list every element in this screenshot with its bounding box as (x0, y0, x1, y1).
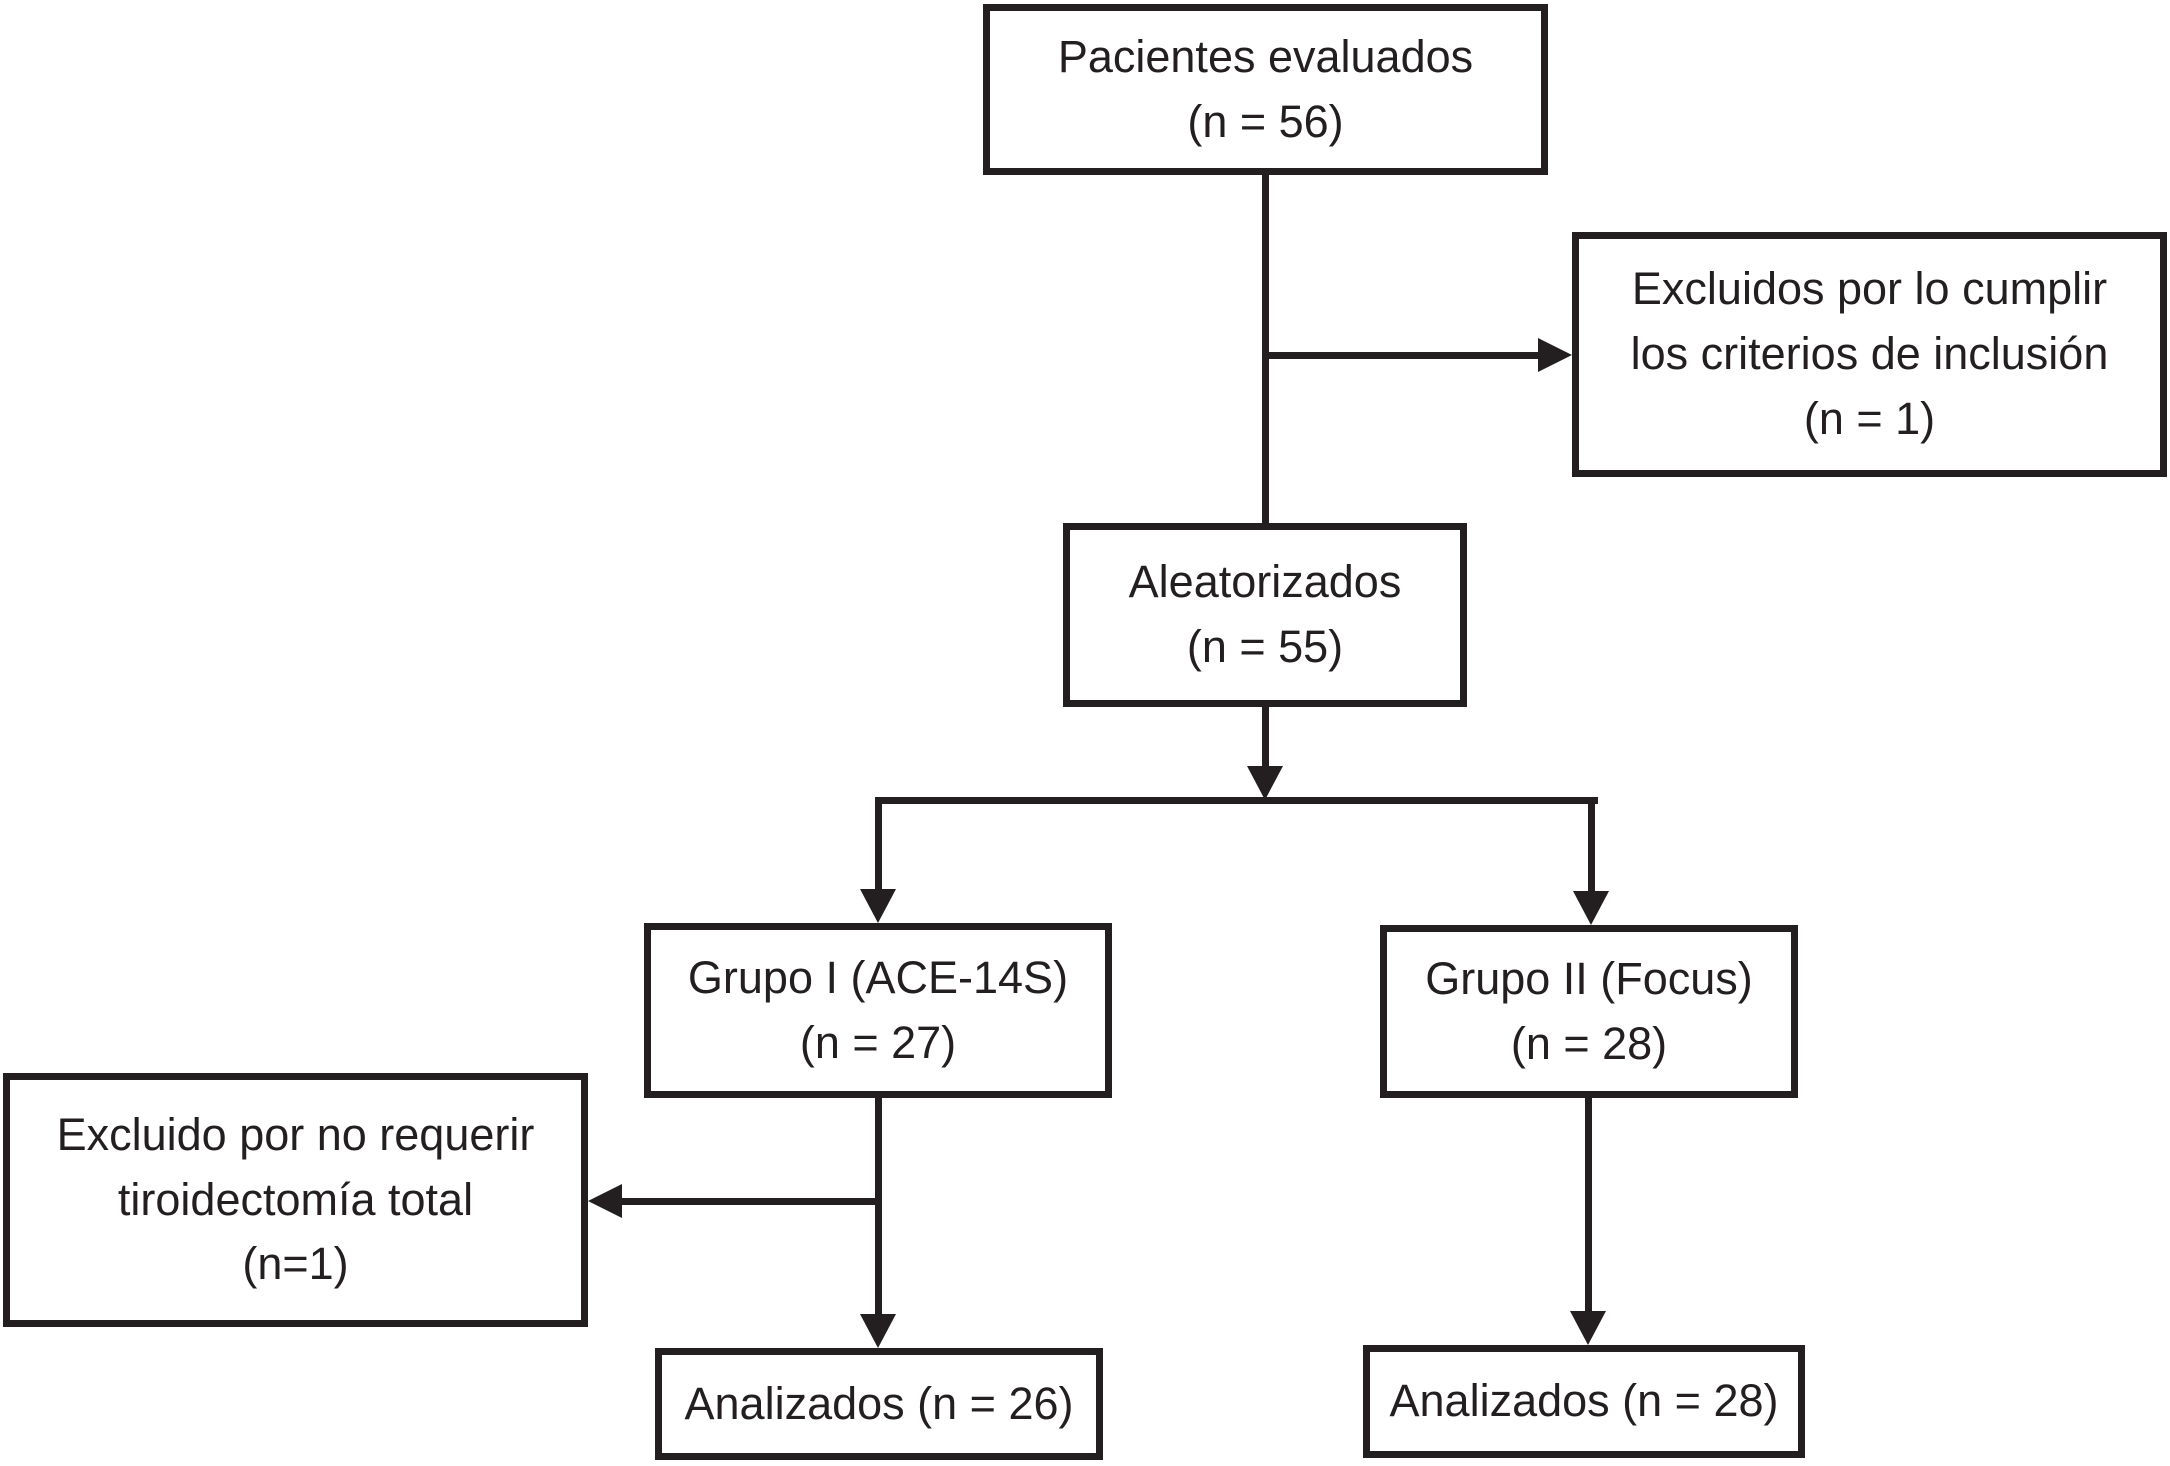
node-excluded-inclusion-criteria: Excluidos por lo cumplir los criterios d… (1572, 232, 2167, 477)
node-group1-ace14s: Grupo I (ACE-14S) (n = 27) (644, 923, 1112, 1098)
node-excluded-inclusion-line1: Excluidos por lo cumplir (1631, 263, 2108, 315)
node-group2-focus: Grupo II (Focus) (n = 28) (1380, 925, 1798, 1098)
node-patients-evaluated-label: Pacientes evaluados (1057, 30, 1474, 82)
node-excluded-thyroidectomy-line2: tiroidectomía total (117, 1173, 474, 1225)
arrowhead-down-icon (1573, 891, 1609, 925)
connector-branch-to-excluded-thyroidectomy (616, 1198, 879, 1205)
connector-randomized-to-split (1262, 705, 1269, 767)
node-group2-label: Grupo II (Focus) (1425, 952, 1753, 1004)
arrowhead-down-icon (1570, 1311, 1606, 1345)
node-excluded-thyroidectomy-line1: Excluido por no requerir (56, 1108, 535, 1160)
arrowhead-down-icon (1247, 766, 1283, 800)
connector-group1-to-analyzed1 (875, 1096, 882, 1318)
node-excluded-thyroidectomy-count: (n=1) (242, 1238, 349, 1290)
arrowhead-down-icon (860, 1314, 896, 1348)
arrowhead-right-icon (1538, 338, 1572, 372)
node-randomized-label: Aleatorizados (1128, 556, 1402, 608)
node-patients-evaluated-count: (n = 56) (1187, 95, 1344, 147)
connector-branch-to-excluded-inclusion (1262, 352, 1542, 359)
node-randomized: Aleatorizados (n = 55) (1063, 523, 1467, 707)
connector-split-to-group1 (875, 797, 882, 891)
node-group1-count: (n = 27) (799, 1016, 957, 1068)
node-patients-evaluated: Pacientes evaluados (n = 56) (983, 4, 1548, 175)
node-analyzed-group1: Analizados (n = 26) (655, 1348, 1103, 1460)
node-excluded-inclusion-count: (n = 1) (1803, 392, 1936, 444)
node-group1-label: Grupo I (ACE-14S) (687, 951, 1069, 1003)
connector-split-bar (875, 797, 1598, 804)
connector-evaluated-to-randomized (1262, 173, 1269, 525)
node-analyzed-group2: Analizados (n = 28) (1363, 1345, 1805, 1458)
arrowhead-left-icon (588, 1184, 622, 1218)
arrowhead-down-icon (860, 889, 896, 923)
node-randomized-count: (n = 55) (1186, 621, 1344, 672)
connector-split-to-group2 (1588, 797, 1595, 891)
node-group2-count: (n = 28) (1510, 1017, 1668, 1069)
node-excluded-inclusion-line2: los criterios de inclusión (1630, 328, 2109, 380)
node-excluded-thyroidectomy: Excluido por no requerir tiroidectomía t… (3, 1073, 588, 1327)
connector-group2-to-analyzed2 (1585, 1096, 1592, 1315)
node-analyzed-group1-label: Analizados (n = 26) (684, 1377, 1074, 1429)
node-analyzed-group2-label: Analizados (n = 28) (1389, 1375, 1779, 1427)
